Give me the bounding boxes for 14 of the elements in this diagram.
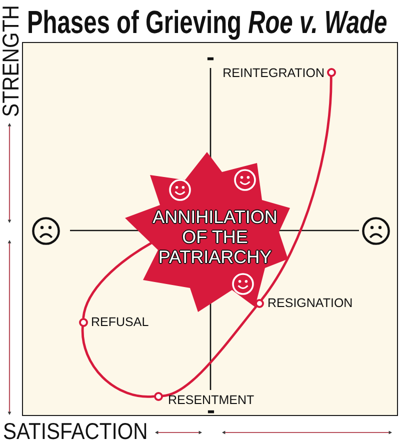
axis-end-mark: - <box>207 406 215 416</box>
curve-line <box>82 325 155 398</box>
curve-line <box>82 242 152 319</box>
chart-title: Phases of Grieving Roe v. Wade <box>27 6 388 38</box>
starburst-text: ANNIHILATION OF THE PATRIARCHY <box>152 207 278 267</box>
axis-end-mark: - <box>206 52 214 62</box>
axis-title: STRENGTH <box>0 5 22 117</box>
stage-label: RESENTMENT <box>168 393 254 408</box>
curve-line <box>260 76 332 301</box>
stage-label: REINTEGRATION <box>222 66 324 80</box>
axis-title: SATISFACTION <box>3 422 148 442</box>
stage-label: RESIGNATION <box>268 296 353 310</box>
curve-line <box>161 305 258 398</box>
stage-label: REFUSAL <box>91 315 149 330</box>
